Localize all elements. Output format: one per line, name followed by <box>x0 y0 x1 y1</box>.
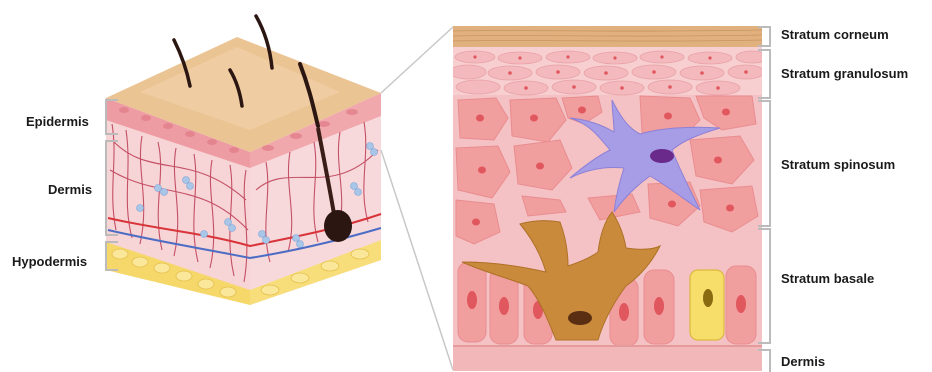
label-stratum-spinosum: Stratum spinosum <box>781 158 895 172</box>
stratum-corneum-layer <box>453 26 762 47</box>
skin-block <box>106 16 381 305</box>
epidermis-detail <box>450 26 768 372</box>
label-hypodermis: Hypodermis <box>12 255 87 269</box>
dermis-detail-layer <box>453 346 762 372</box>
label-stratum-corneum: Stratum corneum <box>781 28 889 42</box>
label-stratum-basale: Stratum basale <box>781 272 874 286</box>
zoom-connectors <box>381 27 453 370</box>
label-epidermis: Epidermis <box>26 115 89 129</box>
label-dermis-detail: Dermis <box>781 355 825 369</box>
label-stratum-granulosum: Stratum granulosum <box>781 67 908 81</box>
label-dermis: Dermis <box>48 183 92 197</box>
merkel-nucleus <box>703 289 713 307</box>
merkel-cell <box>690 270 724 340</box>
granulosum-cells <box>450 51 768 95</box>
langerhans-nucleus <box>650 149 674 163</box>
melanocyte-nucleus <box>568 311 592 325</box>
